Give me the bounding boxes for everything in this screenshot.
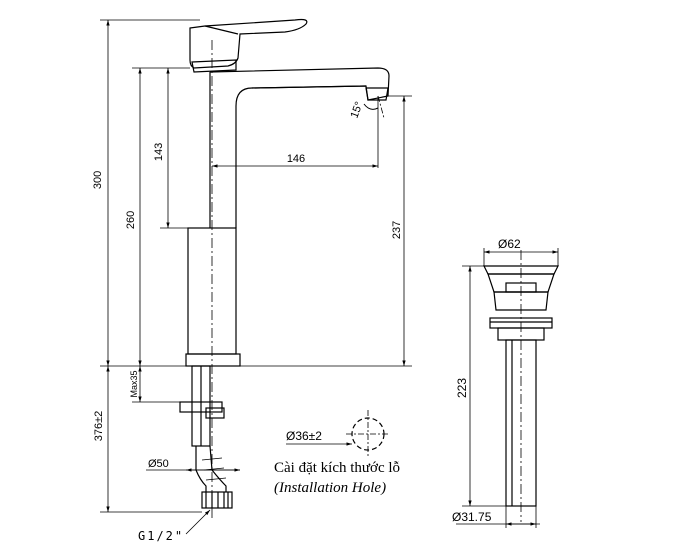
faucet-drawing xyxy=(179,18,390,509)
installation-hole xyxy=(286,410,390,458)
dim-376-label: 376±2 xyxy=(93,411,105,442)
hole-label-en: (Installation Hole) xyxy=(274,480,386,496)
dim-237-label: 237 xyxy=(391,221,403,239)
dim-300-label: 300 xyxy=(92,171,104,189)
hole-label-vi: Cài đặt kích thước lỗ xyxy=(274,460,400,476)
mount-nut xyxy=(179,401,223,413)
dim-260-label: 260 xyxy=(125,211,137,229)
dim-50-label: Ø50 xyxy=(148,458,169,470)
thread-leader xyxy=(185,509,211,535)
faucet-spout xyxy=(209,67,390,228)
hole-diameter-label: Ø36±2 xyxy=(286,429,322,443)
dim-3175-label: Ø31.75 xyxy=(452,510,492,524)
hose-fitting xyxy=(201,491,233,509)
faucet-base xyxy=(185,353,241,367)
thread-label: G1/2" xyxy=(138,529,184,543)
dim-223-label: 223 xyxy=(455,378,469,398)
dim-62-label: Ø62 xyxy=(498,237,521,251)
dim-max35-label: Max35 xyxy=(129,370,139,397)
dim-143-label: 143 xyxy=(153,143,165,161)
dim-15deg-label: 15° xyxy=(349,100,366,120)
dim-146-label: 146 xyxy=(287,153,305,165)
lever-handle xyxy=(189,18,308,69)
faucet-cap xyxy=(191,59,237,73)
angle-arc xyxy=(363,103,379,110)
